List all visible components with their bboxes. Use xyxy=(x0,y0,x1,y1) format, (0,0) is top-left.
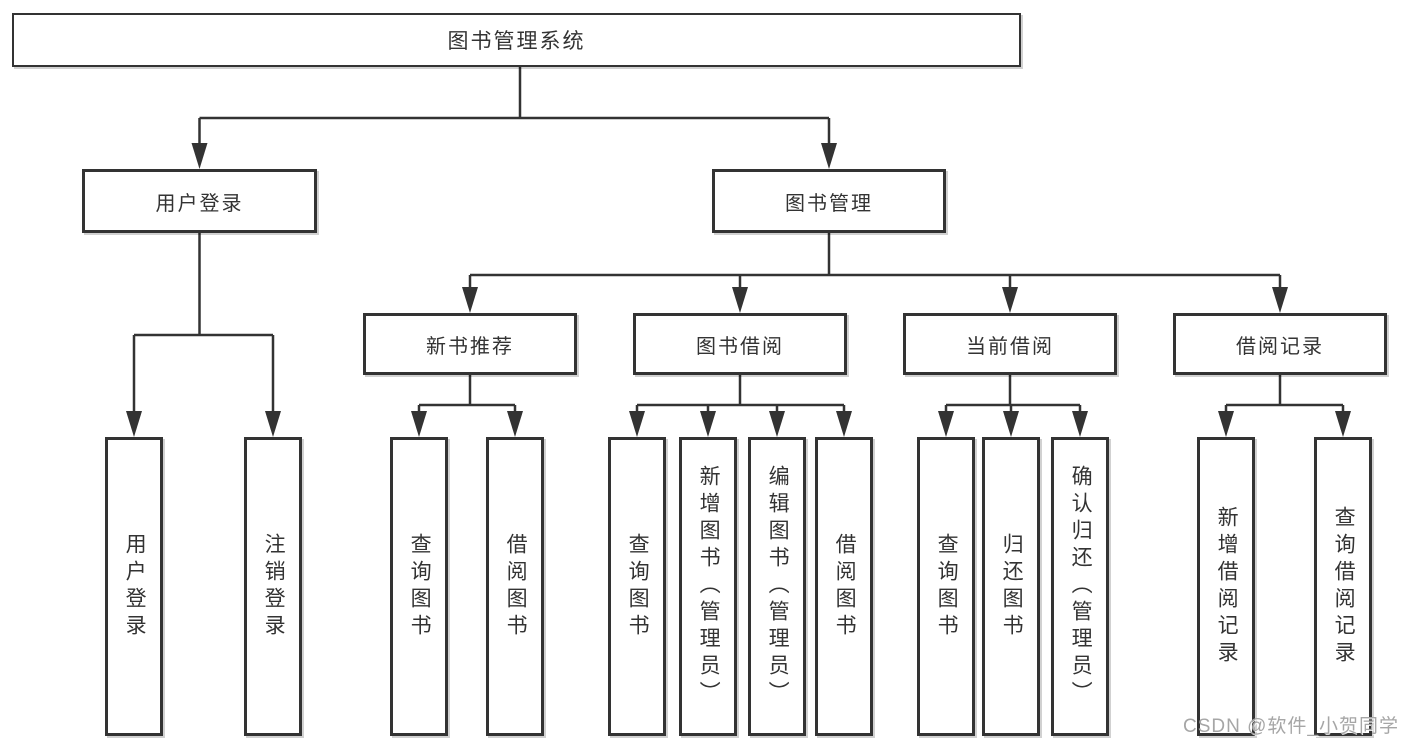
leaf-label: 借阅图书 xyxy=(504,532,528,641)
leaf-logout: 注销登录 xyxy=(244,437,302,736)
leaf-confirm-return-admin: 确认归还（管理员） xyxy=(1051,437,1109,736)
leaf-return-books: 归还图书 xyxy=(982,437,1040,736)
leaf-label: 借阅图书 xyxy=(833,532,857,641)
leaf-label: 确认归还（管理员） xyxy=(1069,465,1093,708)
leaf-borrow-books: 借阅图书 xyxy=(486,437,544,736)
leaf-user-login: 用户登录 xyxy=(105,437,163,736)
leaf-edit-books-admin: 编辑图书（管理员） xyxy=(748,437,806,736)
node-label: 借阅记录 xyxy=(1236,335,1324,358)
leaf-query-borrow-record: 查询借阅记录 xyxy=(1314,437,1372,736)
leaf-label: 查询图书 xyxy=(935,532,959,641)
node-user-login: 用户登录 xyxy=(82,169,317,233)
node-new-book-recommend: 新书推荐 xyxy=(363,313,577,375)
leaf-label: 查询图书 xyxy=(408,532,432,641)
leaf-add-borrow-record: 新增借阅记录 xyxy=(1197,437,1255,736)
leaf-label: 新增借阅记录 xyxy=(1215,505,1239,668)
node-label: 图书管理系统 xyxy=(447,30,586,53)
leaf-label: 查询借阅记录 xyxy=(1332,505,1356,668)
node-label: 当前借阅 xyxy=(966,335,1054,358)
node-library-management-system: 图书管理系统 xyxy=(12,13,1021,67)
node-book-borrow: 图书借阅 xyxy=(633,313,847,375)
node-label: 图书借阅 xyxy=(696,335,784,358)
leaf-borrow-books: 借阅图书 xyxy=(815,437,873,736)
leaf-label: 注销登录 xyxy=(262,532,286,641)
leaf-label: 归还图书 xyxy=(1000,532,1024,641)
leaf-query-books: 查询图书 xyxy=(608,437,666,736)
arrowheads xyxy=(126,143,1351,437)
node-borrow-records: 借阅记录 xyxy=(1173,313,1387,375)
leaf-query-books: 查询图书 xyxy=(390,437,448,736)
leaf-query-books: 查询图书 xyxy=(917,437,975,736)
node-label: 用户登录 xyxy=(155,192,244,215)
leaf-label: 用户登录 xyxy=(123,532,147,641)
node-label: 新书推荐 xyxy=(426,335,514,358)
leaf-label: 编辑图书（管理员） xyxy=(766,465,790,708)
node-current-borrow: 当前借阅 xyxy=(903,313,1117,375)
csdn-watermark: CSDN @软件_小贺同学 xyxy=(1183,716,1399,737)
leaf-label: 查询图书 xyxy=(626,532,650,641)
leaf-label: 新增图书（管理员） xyxy=(697,465,721,708)
leaf-add-books-admin: 新增图书（管理员） xyxy=(679,437,737,736)
node-label: 图书管理 xyxy=(785,192,873,215)
node-book-management: 图书管理 xyxy=(712,169,946,233)
